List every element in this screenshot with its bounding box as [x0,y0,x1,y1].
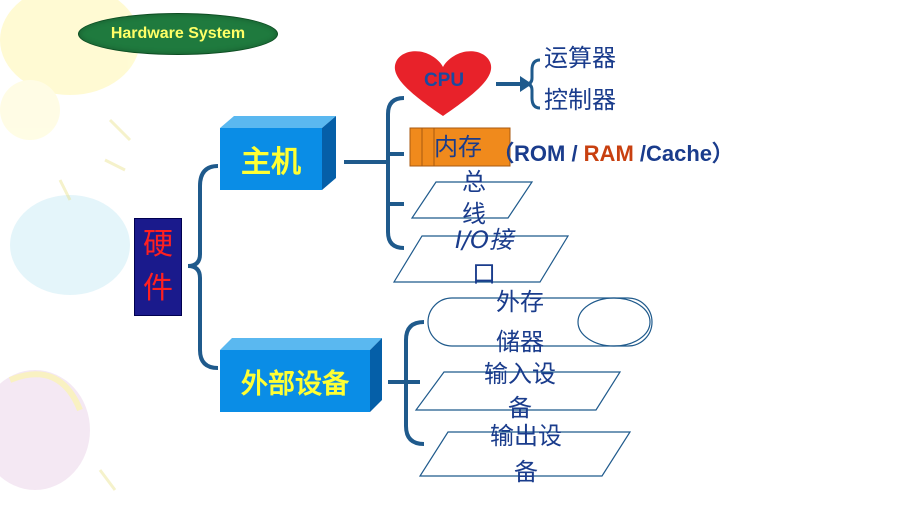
memory-detail: （ROM / RAM /Cache） [492,136,734,168]
output-label-line1: 输出设 [490,422,562,450]
peripherals-cube [220,338,382,412]
storage-shape [427,297,653,347]
bus-label-line2: 线 [462,200,486,228]
io-label-line1: I/O接 [454,226,514,254]
input-parallelogram [414,371,622,411]
memory-detail-ram: RAM [583,141,634,166]
root-char-1: 硬 [143,227,173,262]
root-brace [187,164,219,370]
io-label-line2: 口 [472,260,496,288]
title-text: Hardware System [110,25,246,42]
balloon-decoration-blue [10,195,130,295]
peripherals-brace [404,320,425,446]
memory-detail-close: /Cache） [633,141,735,166]
cpu-label: CPU [423,70,465,91]
input-label-line2: 备 [508,394,532,422]
cpu-heart [394,51,492,117]
root-hardware-box: 硬 件 [134,218,182,316]
memory-detail-open: （ROM / [492,141,584,166]
peripherals-label: 外部设备 [220,350,370,412]
cpu-child-controller: 控制器 [544,86,616,114]
root-char-2: 件 [143,271,173,306]
output-parallelogram [418,431,632,477]
storage-label-line2: 储器 [496,328,544,356]
input-label-line1: 输入设 [484,360,556,388]
memory-label: 内存 [434,133,482,161]
host-cube [220,116,336,190]
bus-label-line1: 总 [462,168,486,196]
host-label: 主机 [220,128,322,190]
storage-ellipse [577,297,651,347]
cpu-child-alu: 运算器 [544,44,616,72]
balloon-decoration-pink [0,370,90,490]
bus-parallelogram [410,181,534,219]
storage-label-line1: 外存 [496,288,544,316]
output-label-line2: 备 [514,458,538,486]
peripherals-label-text: 外部设备 [241,368,349,400]
host-brace [386,96,405,250]
cpu-bracket [525,58,541,110]
host-label-text: 主机 [241,145,301,180]
title-badge: Hardware System [78,13,278,55]
memory-box [409,127,511,167]
io-parallelogram [392,235,570,283]
sparkle-decoration [58,118,132,491]
